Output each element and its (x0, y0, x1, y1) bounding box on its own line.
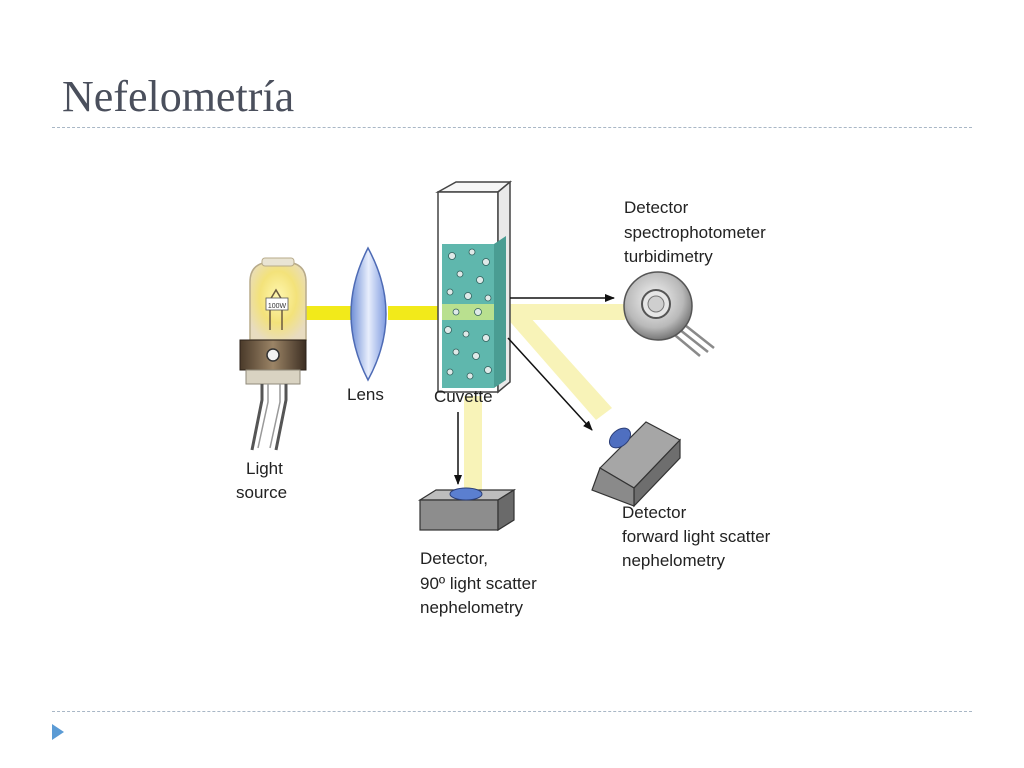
footer-divider (52, 711, 972, 712)
lens-icon (350, 246, 387, 382)
turbidimetry-detector-label-2: spectrophotometer (624, 223, 766, 242)
forward-detector-label-3: nephelometry (622, 551, 726, 570)
lamp-icon: 100W (239, 257, 307, 451)
ninety-detector-label-3: nephelometry (420, 598, 524, 617)
forward-scatter-arrow (507, 337, 593, 431)
light-beam (298, 306, 440, 320)
slide-title: Nefelometría (62, 72, 295, 121)
lens-label: Lens (347, 385, 384, 404)
light-path-arrows (454, 294, 615, 485)
title-divider (52, 127, 972, 128)
cuvette-label: Cuvette (434, 387, 493, 406)
scatter-beams (464, 304, 625, 490)
ninety-degree-beam (464, 396, 482, 490)
ninety-detector-label-2: 90º light scatter (420, 574, 537, 593)
light-source-label-2: source (236, 483, 287, 502)
transmitted-beam (500, 304, 625, 320)
ninety-degree-detector-icon (417, 487, 517, 532)
bullet-arrow-icon (52, 724, 64, 740)
cuvette-icon (435, 180, 513, 394)
lamp-marking: 100W (268, 303, 287, 310)
turbidimetry-detector-label-1: Detector (624, 198, 689, 217)
forward-scatter-beam (505, 306, 612, 420)
forward-detector-icon (591, 421, 681, 508)
forward-detector-label-1: Detector (622, 503, 687, 522)
forward-detector-label-2: forward light scatter (622, 527, 771, 546)
ninety-detector-label-1: Detector, (420, 549, 488, 568)
diagram-labels: Light source Lens Cuvette Detector spect… (236, 198, 771, 617)
turbidimetry-detector-label-3: turbidimetry (624, 247, 713, 266)
light-source-label-1: Light (246, 459, 283, 478)
turbidimetry-detector-icon (623, 271, 715, 357)
